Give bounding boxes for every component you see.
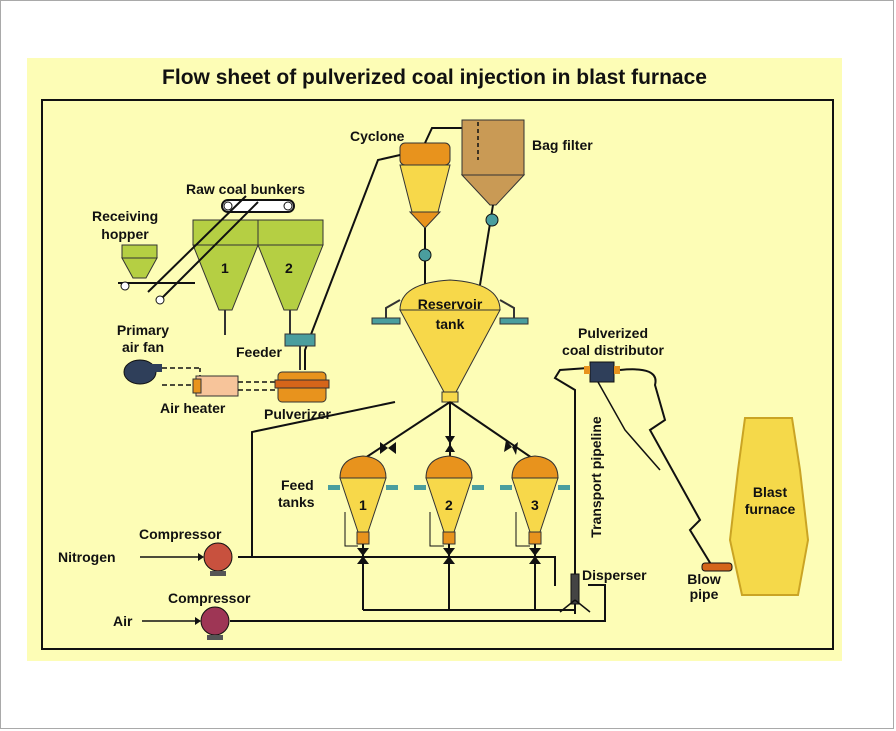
feed-tank-1 <box>328 455 398 545</box>
disperser-label: Disperser <box>582 567 647 583</box>
bag-filter-label: Bag filter <box>532 137 593 153</box>
feeder-label: Feeder <box>236 344 282 360</box>
blast-furnace-label-line2: furnace <box>744 501 796 517</box>
diagram-title: Flow sheet of pulverized coal injection … <box>162 66 707 89</box>
conveyor <box>118 195 295 305</box>
air-label: Air <box>113 613 133 629</box>
transport-pipeline-label: Transport pipeline <box>588 416 604 538</box>
blast-furnace <box>728 417 810 596</box>
cyclone-label: Cyclone <box>350 128 405 144</box>
distribution-valves <box>380 436 518 455</box>
receiving-hopper-label-line1: Receiving <box>92 208 159 224</box>
reservoir-tank-label-line1: Reservoir <box>417 296 483 312</box>
feed-tank-1-label: 1 <box>359 497 367 513</box>
primary-air-fan <box>123 359 162 385</box>
blast-furnace-label-line1: Blast <box>752 484 788 500</box>
raw-coal-bunkers-label: Raw coal bunkers <box>186 181 306 197</box>
pulverized-coal-distributor-label-line2: coal distributor <box>562 342 664 358</box>
disperser <box>559 573 591 614</box>
bunker-1-label: 1 <box>221 260 229 276</box>
feed-tank-2-label: 2 <box>445 497 453 513</box>
reservoir-tank <box>371 279 529 403</box>
feed-tanks-label-line2: tanks <box>278 494 315 510</box>
air-heater-label: Air heater <box>160 400 226 416</box>
pulverizer <box>274 371 330 403</box>
cyclone-to-bag-filter-pipe <box>424 127 462 144</box>
distributor-branch-line <box>597 381 661 471</box>
blow-pipe <box>701 562 733 572</box>
feed-tank-3 <box>500 455 570 545</box>
primary-air-fan-label-line1: Primary <box>116 322 170 338</box>
feeder <box>284 333 316 347</box>
bunker-2-label: 2 <box>285 260 293 276</box>
compressor-nitrogen <box>203 542 233 576</box>
tank-gas-piping <box>344 512 530 547</box>
outlet-valves <box>357 548 541 564</box>
pulverizer-to-cyclone-pipe <box>304 154 401 370</box>
reservoir-tank-label-line2: tank <box>435 316 465 332</box>
feed-tank-3-label: 3 <box>531 497 539 513</box>
bag-filter <box>460 119 526 286</box>
feed-tanks-label-line1: Feed <box>281 477 314 493</box>
feed-tank-outlets <box>362 544 575 611</box>
receiving-hopper <box>121 244 158 279</box>
blow-pipe-label-line1: Blow <box>687 571 721 587</box>
nitrogen-line-to-tanks <box>252 556 556 586</box>
pulverized-coal-distributor <box>584 361 620 383</box>
outer-border <box>41 99 834 650</box>
feed-tank-2 <box>414 455 484 545</box>
compressor-nitrogen-label: Compressor <box>139 526 222 542</box>
transport-pipeline <box>553 367 589 574</box>
compressor-air-label: Compressor <box>168 590 251 606</box>
pulverizer-label: Pulverizer <box>264 406 331 422</box>
nitrogen-label: Nitrogen <box>58 549 116 565</box>
cyclone <box>399 142 451 285</box>
pulverized-coal-distributor-label-line1: Pulverized <box>577 325 649 341</box>
compressor-air <box>200 606 230 640</box>
primary-air-fan-label-line2: air fan <box>121 339 164 355</box>
raw-coal-bunkers <box>192 219 324 335</box>
air-heater <box>192 375 239 397</box>
air-line <box>230 584 606 622</box>
blow-pipe-label-line2: pipe <box>689 586 719 602</box>
receiving-hopper-label-line2: hopper <box>101 226 149 242</box>
distributor-to-blow-pipe-line <box>619 368 713 567</box>
nitrogen-line-to-reservoir <box>238 401 396 558</box>
